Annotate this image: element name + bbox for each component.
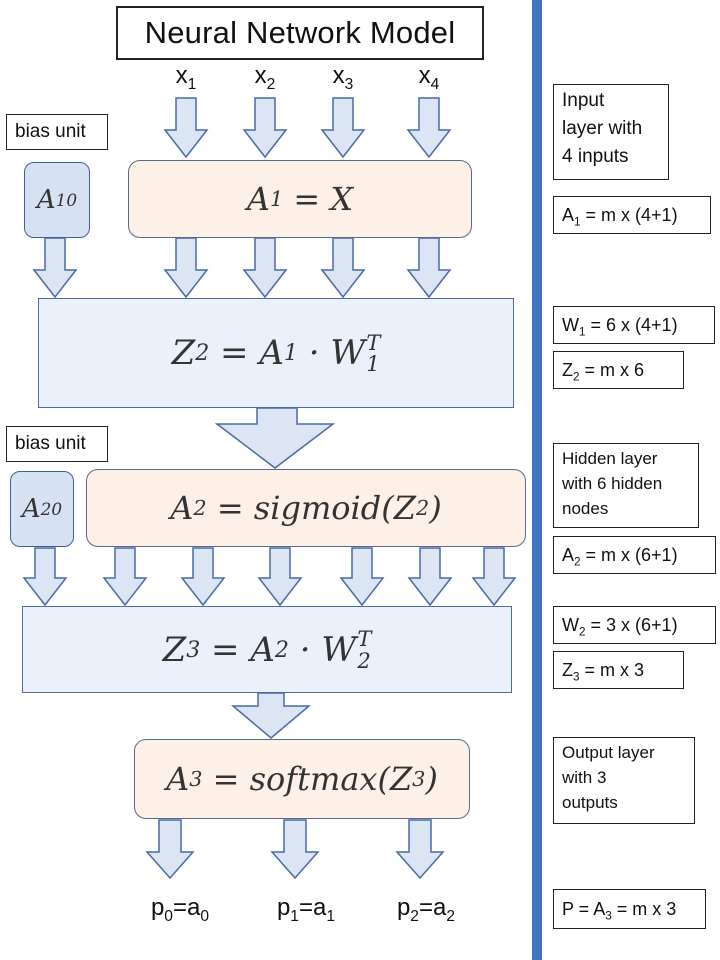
down-arrow bbox=[180, 547, 226, 607]
down-arrow bbox=[32, 237, 78, 299]
note-a2-shape: A2 = m x (6+1) bbox=[553, 536, 716, 574]
down-arrow bbox=[242, 237, 288, 299]
layer1-arrows bbox=[32, 237, 452, 299]
note-a1-shape: A1 = m x (4+1) bbox=[553, 196, 711, 234]
note-z2-shape: Z2 = m x 6 bbox=[553, 351, 684, 389]
down-arrow bbox=[257, 547, 303, 607]
down-arrow bbox=[320, 237, 366, 299]
input-label-x3: x3 bbox=[332, 62, 354, 93]
note-z3-shape: Z3 = m x 3 bbox=[553, 651, 684, 689]
sidebar-divider bbox=[532, 0, 542, 960]
down-arrow bbox=[145, 819, 195, 880]
note-p-shape: P = A3 = m x 3 bbox=[553, 889, 706, 929]
down-arrow bbox=[22, 547, 68, 607]
output-label-p1: p1=a1 bbox=[276, 894, 336, 925]
big-down-arrow bbox=[214, 407, 336, 469]
note-w1-shape: W1 = 6 x (4+1) bbox=[553, 306, 715, 344]
input-arrows bbox=[163, 97, 452, 159]
down-arrow bbox=[407, 547, 453, 607]
input-label-x1: x1 bbox=[175, 62, 197, 93]
down-arrow bbox=[163, 237, 209, 299]
down-arrow bbox=[406, 97, 452, 159]
down-arrow bbox=[471, 547, 517, 607]
down-arrow bbox=[242, 97, 288, 159]
diagram-title: Neural Network Model bbox=[116, 6, 484, 60]
down-arrow bbox=[406, 237, 452, 299]
layer2-arrows bbox=[22, 547, 517, 607]
note-w2-shape: W2 = 3 x (6+1) bbox=[553, 606, 716, 644]
bias-unit-label-2: bias unit bbox=[6, 426, 108, 462]
bias-unit-label-1: bias unit bbox=[6, 114, 108, 150]
down-arrow bbox=[270, 819, 320, 880]
note-hidden-layer: Hidden layer with 6 hidden nodes bbox=[553, 443, 699, 528]
note-output-layer: Output layer with 3 outputs bbox=[553, 737, 695, 824]
down-arrow bbox=[339, 547, 385, 607]
input-label-x2: x2 bbox=[254, 62, 276, 93]
output-label-p2: p2=a2 bbox=[396, 894, 456, 925]
mid-down-arrow bbox=[230, 692, 312, 739]
down-arrow bbox=[320, 97, 366, 159]
output-label-p0: p0=a0 bbox=[150, 894, 210, 925]
down-arrow bbox=[163, 97, 209, 159]
input-label-x4: x4 bbox=[418, 62, 440, 93]
down-arrow bbox=[102, 547, 148, 607]
down-arrow bbox=[395, 819, 445, 880]
output-arrows bbox=[145, 819, 445, 880]
note-input-layer: Input layer with 4 inputs bbox=[553, 84, 669, 180]
